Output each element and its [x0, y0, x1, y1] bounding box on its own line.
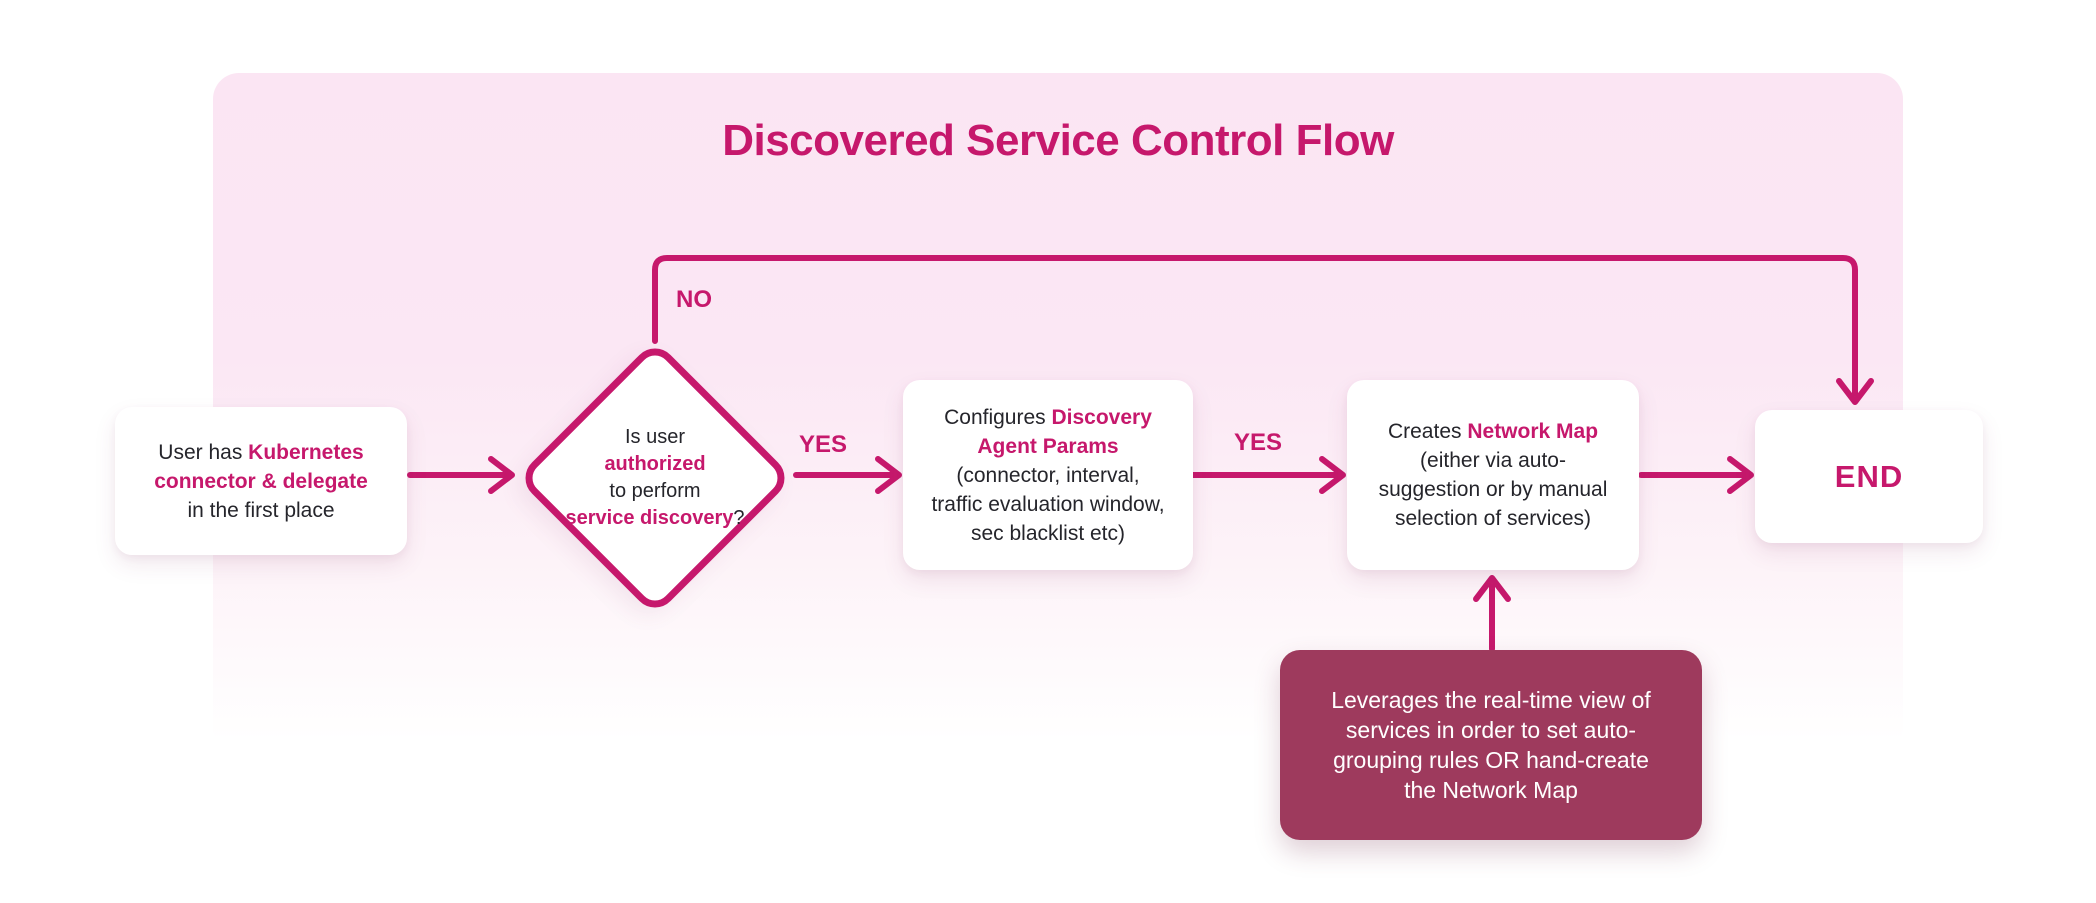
arrowhead-create-to-end: [1727, 456, 1754, 494]
edge-label-yes-2: YES: [1234, 429, 1283, 456]
diagram-title: Discovered Service Control Flow: [722, 116, 1394, 165]
edge-label-yes-1: YES: [799, 431, 848, 458]
arrowhead-note-to-create: [1473, 575, 1511, 602]
create-network-map-node: Creates Network Map(either via auto-sugg…: [1347, 380, 1639, 570]
end-node: END: [1755, 410, 1983, 543]
edge-label-no: NO: [676, 286, 712, 313]
edge-no-decision-to-end: [652, 255, 1858, 397]
arrowhead-decision-to-configure: [875, 456, 902, 494]
arrowhead-start-to-decision: [488, 456, 515, 494]
arrowhead-configure-to-create: [1319, 456, 1346, 494]
arrowhead-no-to-end: [1836, 378, 1874, 405]
